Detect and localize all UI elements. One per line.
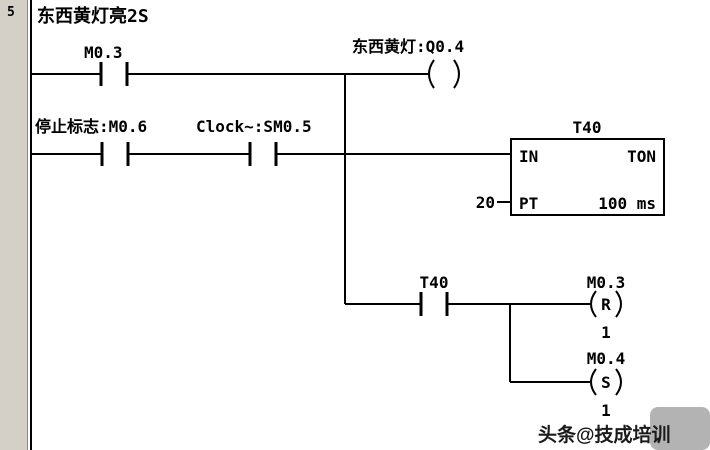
reset-coil-operand-label[interactable]: M0.3 (587, 273, 626, 292)
timer-time-base-label: 100 ms (598, 194, 656, 213)
coil-right-paren (615, 368, 622, 396)
watermark-text: 头条@技成培训 (538, 423, 671, 446)
rung3: T40 M0.3 R 1 M0.4 S 1 (345, 273, 625, 420)
coil-right-paren (453, 59, 460, 89)
no-contact-m0-6-icon[interactable] (100, 142, 130, 166)
no-contact-t40-icon[interactable] (419, 292, 449, 316)
rung2-contact1-operand-label[interactable]: 停止标志:M0.6 (35, 117, 147, 136)
no-contact-m0-3-icon[interactable] (99, 62, 129, 86)
timer-in-pin-label: IN (519, 147, 538, 166)
network-title[interactable]: 东西黄灯亮2S (37, 5, 149, 27)
coil-right-paren (615, 290, 622, 318)
timer-pt-pin-label: PT (519, 194, 538, 213)
no-contact-sm0-5-icon[interactable] (248, 142, 278, 166)
coil-left-paren (590, 290, 597, 318)
rung1-coil-operand-label[interactable]: 东西黄灯:Q0.4 (352, 37, 464, 56)
set-coil-icon[interactable]: S (590, 368, 622, 396)
set-coil-operand-label[interactable]: M0.4 (587, 349, 626, 368)
watermark-logo-box (650, 407, 710, 450)
reset-coil-symbol: R (601, 295, 611, 314)
reset-coil-icon[interactable]: R (590, 290, 622, 318)
set-coil-symbol: S (601, 373, 611, 392)
rung2-contact2-operand-label[interactable]: Clock~:SM0.5 (196, 117, 312, 136)
coil-left-paren (428, 59, 435, 89)
reset-coil-count-value[interactable]: 1 (601, 323, 611, 342)
network-margin-strip (0, 0, 27, 450)
timer-type-label: TON (627, 147, 656, 166)
coil-left-paren (590, 368, 597, 396)
set-coil-count-value[interactable]: 1 (601, 401, 611, 420)
timer-pt-value[interactable]: 20 (476, 193, 495, 212)
rung1-contact-operand-label[interactable]: M0.3 (84, 43, 123, 62)
rung2: 停止标志:M0.6 Clock~:SM0.5 T40 IN TON PT 100… (31, 74, 665, 304)
timer-name-label[interactable]: T40 (573, 118, 602, 137)
ton-timer-box[interactable] (510, 138, 665, 216)
rung3-contact-operand-label[interactable]: T40 (420, 273, 449, 292)
output-coil-q0-4-icon[interactable] (428, 59, 460, 89)
network-number: 5 (7, 5, 15, 20)
rung1: M0.3 东西黄灯:Q0.4 (31, 37, 464, 89)
